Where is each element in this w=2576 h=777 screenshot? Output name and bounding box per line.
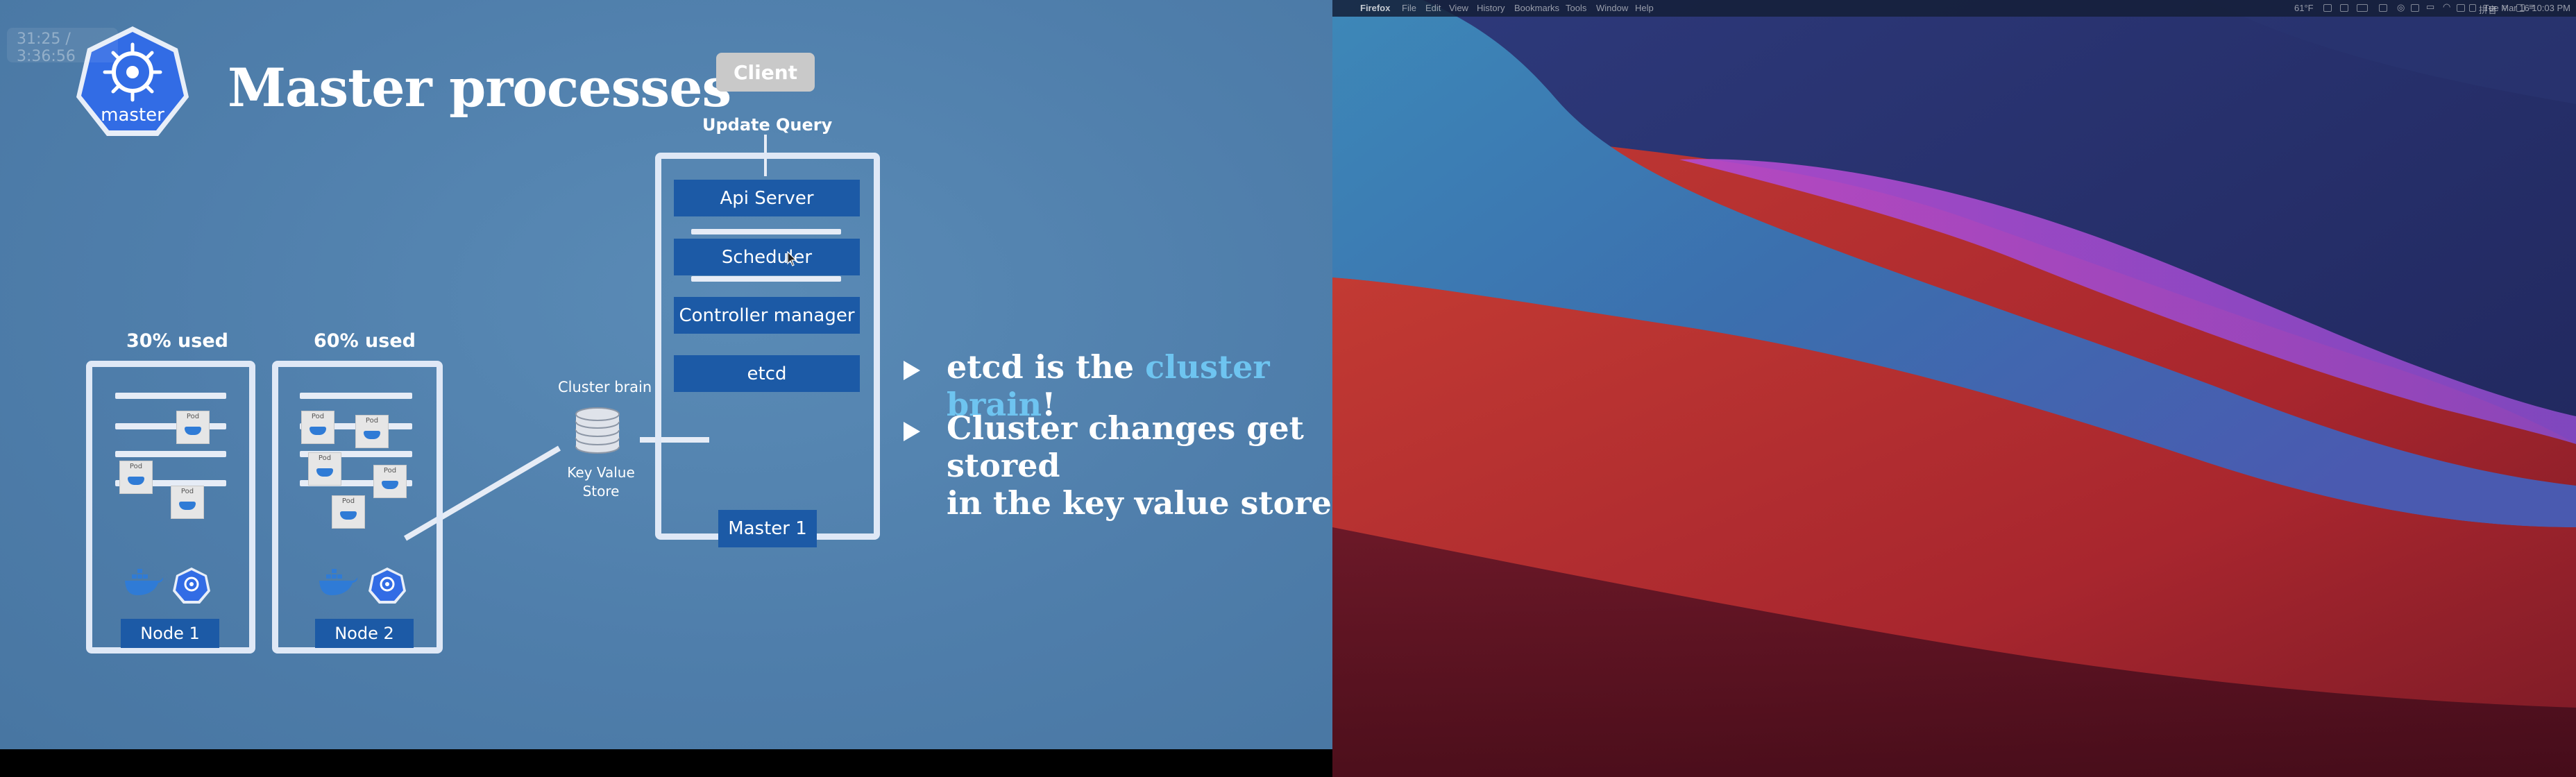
docker-whale-icon (128, 477, 144, 485)
pod-icon: Pod (308, 452, 341, 486)
node-1-usage: 30% used (126, 330, 228, 352)
status-icon[interactable] (2323, 4, 2332, 12)
slide: master Master processes Client Update Qu… (0, 0, 1332, 749)
pod-icon: Pod (176, 411, 210, 444)
slide-title: Master processes (228, 57, 731, 119)
docker-whale-icon (364, 431, 380, 439)
scheduler-bar-top (691, 229, 841, 234)
pod-label: Pod (341, 497, 355, 505)
notification-center-icon[interactable]: ≡ (2529, 1, 2534, 12)
kv-store-label-line1: Key Value (567, 464, 635, 481)
node-2-label: Node 2 (315, 619, 414, 648)
mouse-cursor-icon (787, 251, 797, 266)
kubelet-icon (173, 567, 210, 604)
docker-icon (125, 569, 164, 595)
menu-file[interactable]: File (1402, 3, 1416, 13)
menu-bookmarks[interactable]: Bookmarks (1514, 3, 1560, 13)
kubernetes-master-badge-icon: master (76, 26, 189, 136)
docker-whale-icon (310, 427, 326, 435)
wallpaper-art (1332, 0, 2576, 777)
node-2-bar (300, 393, 412, 399)
docker-whale-icon (179, 502, 196, 510)
macos-menu-bar: Firefox File Edit View History Bookmarks… (1332, 0, 2576, 17)
menu-tools[interactable]: Tools (1566, 3, 1587, 13)
master-1-label: Master 1 (718, 510, 817, 547)
pod-label: Pod (180, 488, 194, 495)
node-1-bar (115, 423, 226, 429)
node-2-usage: 60% used (314, 330, 416, 352)
update-label: Update (702, 115, 770, 135)
etcd-box: etcd (674, 355, 860, 392)
status-icon[interactable] (2379, 4, 2387, 12)
bullet-1-highlight: cluster brain (947, 348, 1270, 423)
pod-icon: Pod (119, 461, 153, 494)
video-letterbox (0, 749, 1332, 777)
pod-icon: Pod (171, 486, 204, 519)
app-menu-firefox[interactable]: Firefox (1360, 3, 1391, 13)
pod-icon: Pod (301, 411, 334, 444)
api-server-box: Api Server (674, 180, 860, 216)
docker-whale-icon (316, 468, 333, 477)
desktop-wallpaper: Firefox File Edit View History Bookmarks… (1332, 0, 2576, 777)
menu-window[interactable]: Window (1596, 3, 1629, 13)
node-2-panel (272, 361, 443, 654)
node-2-bar (300, 451, 412, 457)
pod-icon: Pod (355, 415, 389, 448)
docker-whale-icon (382, 481, 398, 489)
weather-status[interactable]: 61°F (2294, 3, 2314, 13)
controller-manager-box: Controller manager (674, 297, 860, 334)
client-box: Client (716, 53, 815, 92)
video-timestamp: 31:25 / 3:36:56 (7, 28, 118, 65)
node-2-bar (300, 480, 412, 486)
bullet-2-line2: in the key value store (947, 484, 1332, 522)
pod-icon: Pod (332, 495, 365, 529)
node-1-label: Node 1 (121, 619, 219, 648)
bullet-1-suffix: ! (1042, 386, 1056, 423)
node-1-bar (115, 451, 226, 457)
input-method-icon[interactable] (2469, 4, 2476, 12)
docker-whale-icon (340, 511, 357, 520)
badge-label: master (101, 105, 164, 126)
node-1-bar (115, 393, 226, 399)
bullet-1-prefix: etcd is the (947, 348, 1146, 386)
cluster-brain-label: Cluster brain (558, 379, 652, 395)
bullet-2-line1: Cluster changes get stored (947, 409, 1304, 484)
bullet-arrow-icon (904, 422, 920, 441)
spotlight-search-icon[interactable]: ⌕ (2502, 1, 2508, 12)
menu-bar-clock[interactable]: Tue Mar 16 10:03 PM (2483, 3, 2570, 13)
query-label: Query (776, 115, 833, 135)
menu-help[interactable]: Help (1635, 3, 1654, 13)
pod-label: Pod (365, 417, 379, 425)
pod-label: Pod (129, 463, 143, 470)
pod-icon: Pod (373, 465, 407, 498)
menu-history[interactable]: History (1477, 3, 1505, 13)
pod-label: Pod (186, 413, 200, 420)
bullet-arrow-icon (904, 361, 920, 380)
control-center-icon[interactable]: ◎ (2397, 2, 2405, 12)
status-icon[interactable] (2457, 4, 2465, 12)
video-player[interactable]: master Master processes Client Update Qu… (0, 0, 1332, 777)
kv-store-label: Key Value Store (561, 463, 641, 501)
pod-label: Pod (311, 413, 325, 420)
scheduler-box: Scheduler (674, 239, 860, 275)
node-1-panel (86, 361, 255, 654)
status-icon[interactable] (2411, 4, 2419, 12)
pod-label: Pod (318, 454, 332, 462)
kubelet-icon (368, 567, 406, 604)
battery-icon[interactable]: ▭ (2426, 1, 2435, 12)
input-method-label[interactable]: 拼音 (2479, 5, 2498, 15)
kv-store-label-line2: Store (582, 483, 620, 500)
node-1-bar (115, 480, 226, 486)
docker-icon (319, 569, 358, 595)
wifi-icon[interactable]: ◠ (2443, 1, 2451, 12)
scheduler-bar-bottom (691, 276, 841, 282)
status-icon[interactable] (2357, 4, 2368, 12)
menu-view[interactable]: View (1449, 3, 1468, 13)
status-icon[interactable] (2340, 4, 2348, 12)
pod-label: Pod (383, 467, 397, 475)
docker-whale-icon (185, 427, 201, 435)
database-icon (575, 407, 620, 454)
status-icon[interactable] (2516, 4, 2525, 12)
menu-edit[interactable]: Edit (1425, 3, 1441, 13)
